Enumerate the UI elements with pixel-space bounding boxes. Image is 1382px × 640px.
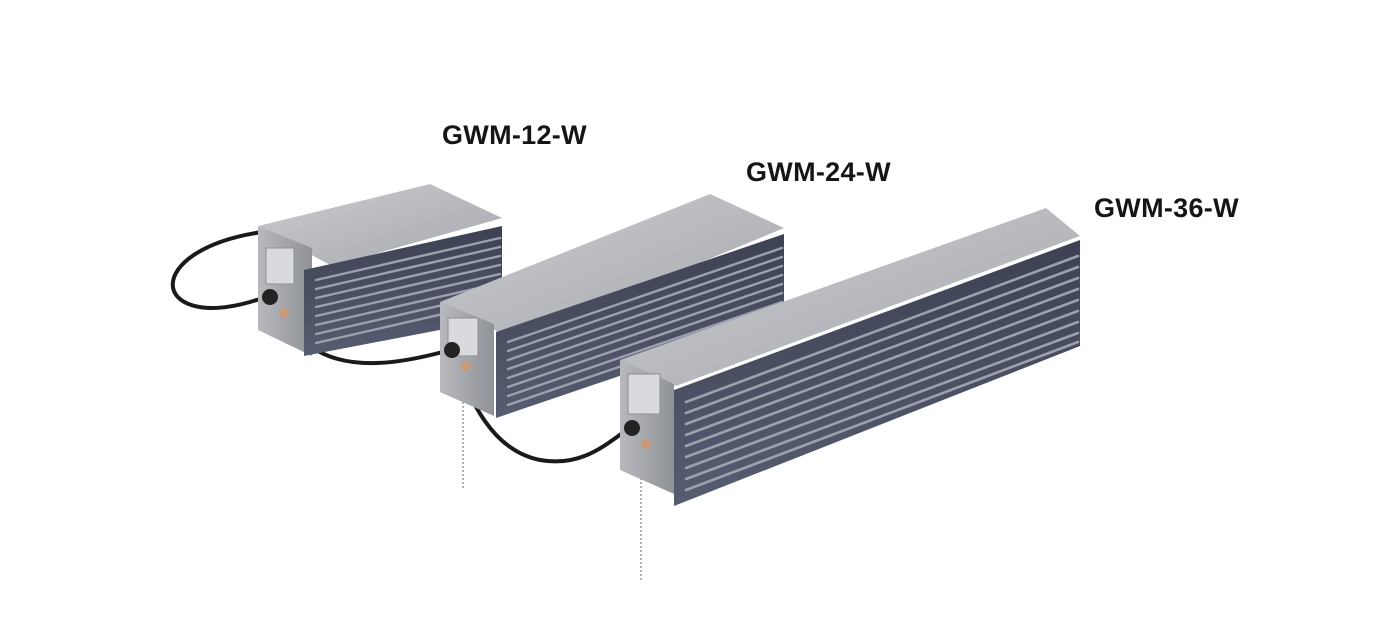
product-label-gwm-12-w: GWM-12-W bbox=[442, 120, 587, 150]
product-label-gwm-36-w: GWM-36-W bbox=[1094, 193, 1239, 223]
heater-unit-gwm-36-w bbox=[620, 208, 1080, 506]
heater-unit-gwm-24-w bbox=[440, 194, 784, 418]
product-label-gwm-24-w: GWM-24-W bbox=[746, 157, 891, 187]
